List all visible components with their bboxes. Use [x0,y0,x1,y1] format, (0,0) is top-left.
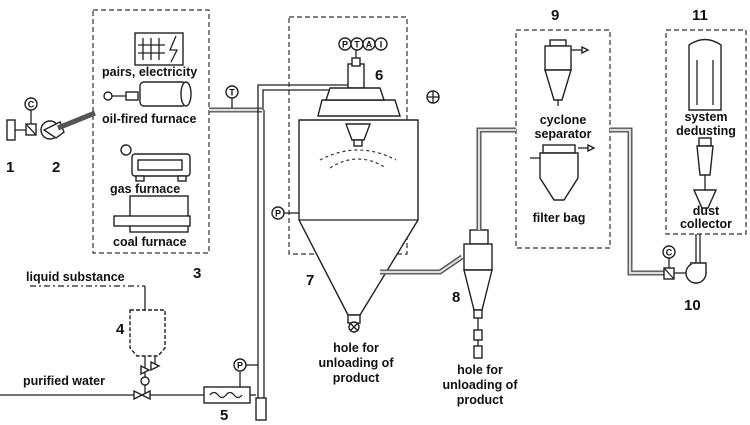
cyclone-to-separator-duct [476,127,516,230]
air-inlet-filter: C [6,97,38,141]
chamber-p-label: P [275,209,281,219]
unload-8-line-1: hole for [457,363,503,377]
air-distributor-icon [426,90,440,104]
controller-c-label: C [28,100,35,110]
label-number-6: 6 [375,67,383,84]
label-number-5: 5 [220,407,228,424]
label-number-10: 10 [684,297,701,314]
filter-bag-9 [530,143,596,201]
unload-7-line-1: hole for [333,341,379,355]
top-t-label: T [354,40,360,50]
top-p-label: P [342,40,348,50]
feed-pump [203,386,256,404]
dedusting-label-1: system [684,110,727,124]
collector-label-2: collector [680,217,732,231]
unload-7-line-2: unloading of [319,356,395,370]
exhaust-fan: C [662,234,707,284]
top-i-label: I [380,40,383,50]
liquid-substance-label: liquid substance [26,270,125,284]
unload-7-line-3: product [333,371,380,385]
label-number-1: 1 [6,159,14,176]
dedusting-tower [688,38,722,111]
gas-furnace-icon [120,144,191,182]
separator-box [515,29,611,249]
oil-furnace-icon [103,81,192,107]
label-number-9: 9 [551,7,559,24]
collector-label-1: dust [693,204,720,218]
dedusting-box [665,29,747,235]
heat-source-box [92,9,210,254]
label-number-4: 4 [116,321,125,338]
feed-p-label: P [237,361,243,371]
atomizer-assembly [317,57,401,117]
oil-furnace-label: oil-fired furnace [102,112,197,126]
electric-heater-icon [134,32,184,66]
filter-bag-label: filter bag [533,211,586,225]
cyclone-separator-9 [544,39,590,106]
label-number-8: 8 [452,289,460,306]
label-number-11: 11 [692,7,708,24]
controller-icon-right [662,245,676,259]
top-instruments: P T A I [338,37,388,58]
label-number-7: 7 [306,272,314,289]
blower-fan [40,110,96,140]
coal-furnace-icon [113,195,191,233]
dust-collector [692,137,718,209]
top-a-label: A [366,40,373,50]
label-number-3: 3 [193,265,201,282]
controller-icon-left [24,97,38,111]
gas-furnace-label: gas furnace [110,182,180,196]
cyclone-label-1: cyclone [540,113,587,127]
feed-tank [129,309,166,395]
unload-8-line-3: product [457,393,504,407]
cyclone-label-2: separator [535,127,592,141]
pairs-electricity-label: pairs, electricity [102,65,197,79]
cyclone-8 [463,229,493,359]
controller-c-right-label: C [666,248,673,258]
coal-furnace-label: coal furnace [113,235,187,249]
label-number-2: 2 [52,159,60,176]
dedusting-label-2: dedusting [676,124,736,138]
unload-8-line-2: unloading of [443,378,519,392]
purified-water-label: purified water [23,374,105,388]
outer-pipe-base [255,397,267,421]
temperature-t-label: T [229,88,235,98]
separator-to-fan-duct [610,127,664,276]
temperature-icon [225,85,239,99]
drying-chamber [298,119,419,333]
